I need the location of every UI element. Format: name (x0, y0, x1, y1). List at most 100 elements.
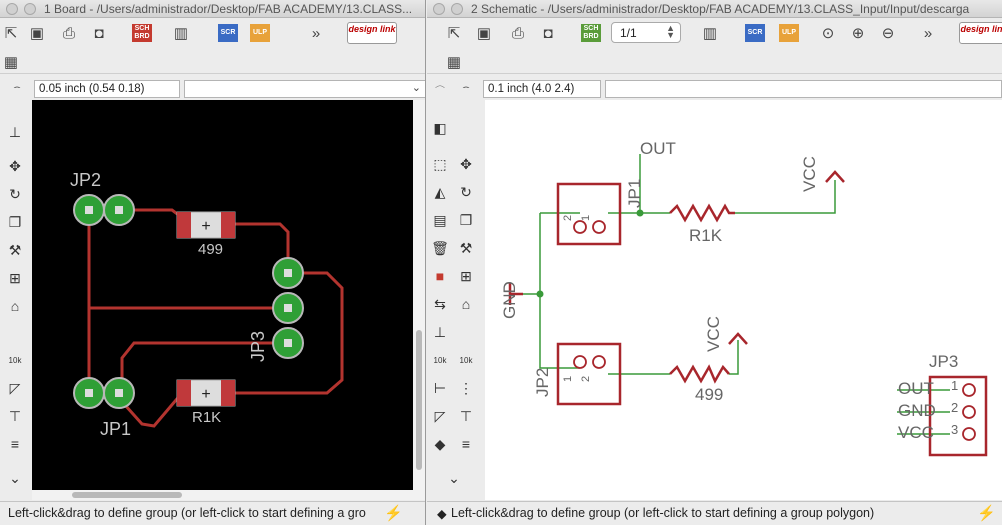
expand-palette-icon[interactable]: ⌄ (9, 469, 21, 486)
board-grid-toolbar: ▦ (0, 50, 425, 74)
ratsnest-icon[interactable]: 10k (8, 355, 22, 365)
wrench-icon[interactable]: ⚒ (459, 239, 473, 256)
add-part-icon[interactable]: ■ (435, 268, 445, 284)
jp2-label: JP2 (533, 368, 552, 397)
drill-hole (85, 389, 93, 397)
split-icon[interactable]: ⊥ (433, 323, 447, 340)
jp1-pin-1-number: 1 (580, 215, 592, 221)
print-icon[interactable]: ⎙ (511, 24, 524, 42)
miter-icon[interactable]: ◸ (9, 379, 21, 396)
pinswap-icon[interactable]: ⇆ (434, 295, 446, 312)
cam-icon[interactable]: ◘ (94, 24, 104, 42)
drc-icon[interactable]: ≡ (10, 436, 20, 452)
toolbar-overflow-button[interactable]: » (311, 24, 321, 42)
gateswap-icon[interactable]: ⌂ (461, 296, 471, 312)
jp3-pin-3-number: 3 (951, 422, 958, 437)
design-link-button[interactable]: design link (347, 22, 397, 44)
board-tool-palette: ⊥ ✥ ↻ ❐ ⚒ ⊞ ⌂ 10k ◸ ⊤ ≡ ⌄ (0, 88, 30, 500)
board-window-title: 1 Board - /Users/administrador/Desktop/F… (44, 2, 413, 16)
run-script-button[interactable]: SCR (745, 24, 765, 42)
move-icon[interactable]: ✥ (460, 155, 472, 172)
rotate-icon[interactable]: ↻ (9, 185, 21, 202)
library-icon[interactable]: ▥ (702, 25, 718, 42)
close-window-button[interactable] (6, 3, 18, 15)
save-icon[interactable]: ▣ (29, 25, 45, 42)
open-icon[interactable]: ⇱ (447, 25, 461, 42)
bus-icon[interactable]: ⋮ (459, 379, 473, 396)
group-icon[interactable]: ▤ (433, 211, 447, 228)
ripup-icon[interactable]: ⊤ (8, 407, 22, 424)
select-icon[interactable]: ⬚ (433, 155, 447, 172)
resistor-top-footprint: + (176, 211, 236, 239)
board-coordbar: ◉ 0.05 inch (0.54 0.18) ⌄ (0, 77, 425, 99)
board-command-input[interactable]: ⌄ (184, 80, 425, 98)
label-icon[interactable]: ⊤ (459, 407, 473, 424)
board-vertical-scrollbar[interactable] (413, 100, 425, 500)
r499-symbol (669, 364, 730, 384)
schematic-canvas[interactable]: OUT VCC VCC GND JP1 JP2 JP3 R1K 499 OUT … (485, 100, 1002, 500)
library-icon[interactable]: ▥ (173, 25, 189, 42)
net-icon[interactable]: ⊢ (433, 379, 447, 396)
wrench-icon[interactable]: ⚒ (8, 241, 22, 258)
run-ulp-button[interactable]: ULP (250, 24, 270, 42)
layer-icon[interactable]: ⊥ (8, 123, 22, 140)
zoom-fit-icon[interactable]: ⊙ (821, 25, 835, 42)
replace-icon[interactable]: ⊞ (460, 267, 472, 284)
value-icon[interactable]: 10k (433, 355, 447, 365)
schematic-command-input[interactable] (605, 80, 1002, 98)
grid-icon[interactable]: ▦ (446, 54, 462, 71)
jp1-pin-2-number: 2 (562, 215, 574, 221)
scroll-thumb[interactable] (416, 330, 422, 470)
rotate-icon[interactable]: ↻ (460, 183, 472, 200)
page-selector[interactable]: 1/1 ▲▼ (611, 22, 681, 43)
lightning-icon[interactable]: ⚡ (977, 505, 996, 522)
grid-icon[interactable]: ▦ (3, 54, 19, 71)
open-icon[interactable]: ⇱ (4, 25, 18, 42)
drill-hole (115, 389, 123, 397)
zoom-out-icon[interactable]: ⊖ (881, 25, 895, 42)
route-icon[interactable]: ⌂ (10, 298, 20, 314)
sch-brd-switch-button[interactable]: SCH BRD (581, 24, 601, 42)
board-horizontal-scrollbar[interactable] (32, 490, 413, 500)
copy-icon[interactable]: ❐ (459, 211, 473, 228)
copy-icon[interactable]: ❐ (8, 213, 22, 230)
save-icon[interactable]: ▣ (476, 25, 492, 42)
jp3-vcc-label: VCC (898, 423, 934, 442)
board-trace (127, 208, 184, 225)
cam-icon[interactable]: ◘ (543, 24, 553, 42)
errors-icon[interactable]: ≡ (461, 436, 471, 452)
expand-palette-icon[interactable]: ⌄ (448, 469, 460, 486)
minimize-window-button[interactable] (24, 3, 36, 15)
board-trace (123, 392, 184, 428)
move-icon[interactable]: ✥ (9, 157, 21, 174)
jp1-symbol (556, 182, 622, 246)
minimize-window-button[interactable] (451, 3, 463, 15)
lightning-icon[interactable]: ⚡ (384, 505, 403, 522)
junction-icon[interactable]: ◸ (434, 407, 446, 424)
schematic-parts (508, 170, 988, 457)
mirror-icon[interactable]: ◭ (434, 183, 446, 200)
layer-icon[interactable]: ◧ (433, 119, 447, 136)
jp3-label: JP3 (248, 331, 268, 362)
schematic-window-title: 2 Schematic - /Users/administrador/Deskt… (471, 2, 970, 16)
r499-label: 499 (695, 385, 723, 404)
chevron-down-icon[interactable]: ⌄ (411, 82, 421, 94)
run-ulp-button[interactable]: ULP (779, 24, 799, 42)
sch-brd-switch-button[interactable]: SCH BRD (132, 24, 152, 42)
diamond-icon: ◆ (437, 507, 447, 521)
name-icon[interactable]: 10k (459, 355, 473, 365)
design-link-button[interactable]: design link (959, 22, 1002, 44)
delete-icon[interactable]: 🗑 (431, 239, 449, 256)
board-canvas[interactable]: + + JP2 JP1 JP3 499 R1K (32, 100, 413, 500)
print-icon[interactable]: ⎙ (62, 24, 75, 42)
split-icon[interactable]: ⊞ (9, 269, 21, 286)
scroll-thumb[interactable] (72, 492, 182, 498)
zoom-in-icon[interactable]: ⊕ (851, 25, 865, 42)
jp3-out-label: OUT (898, 379, 934, 398)
erc-icon[interactable]: ◆ (434, 435, 446, 452)
run-script-button[interactable]: SCR (218, 24, 238, 42)
toolbar-overflow-button[interactable]: » (923, 24, 933, 42)
close-window-button[interactable] (433, 3, 445, 15)
resistor-bottom-value: R1K (192, 409, 221, 426)
stepper-icon[interactable]: ▲▼ (666, 23, 675, 40)
